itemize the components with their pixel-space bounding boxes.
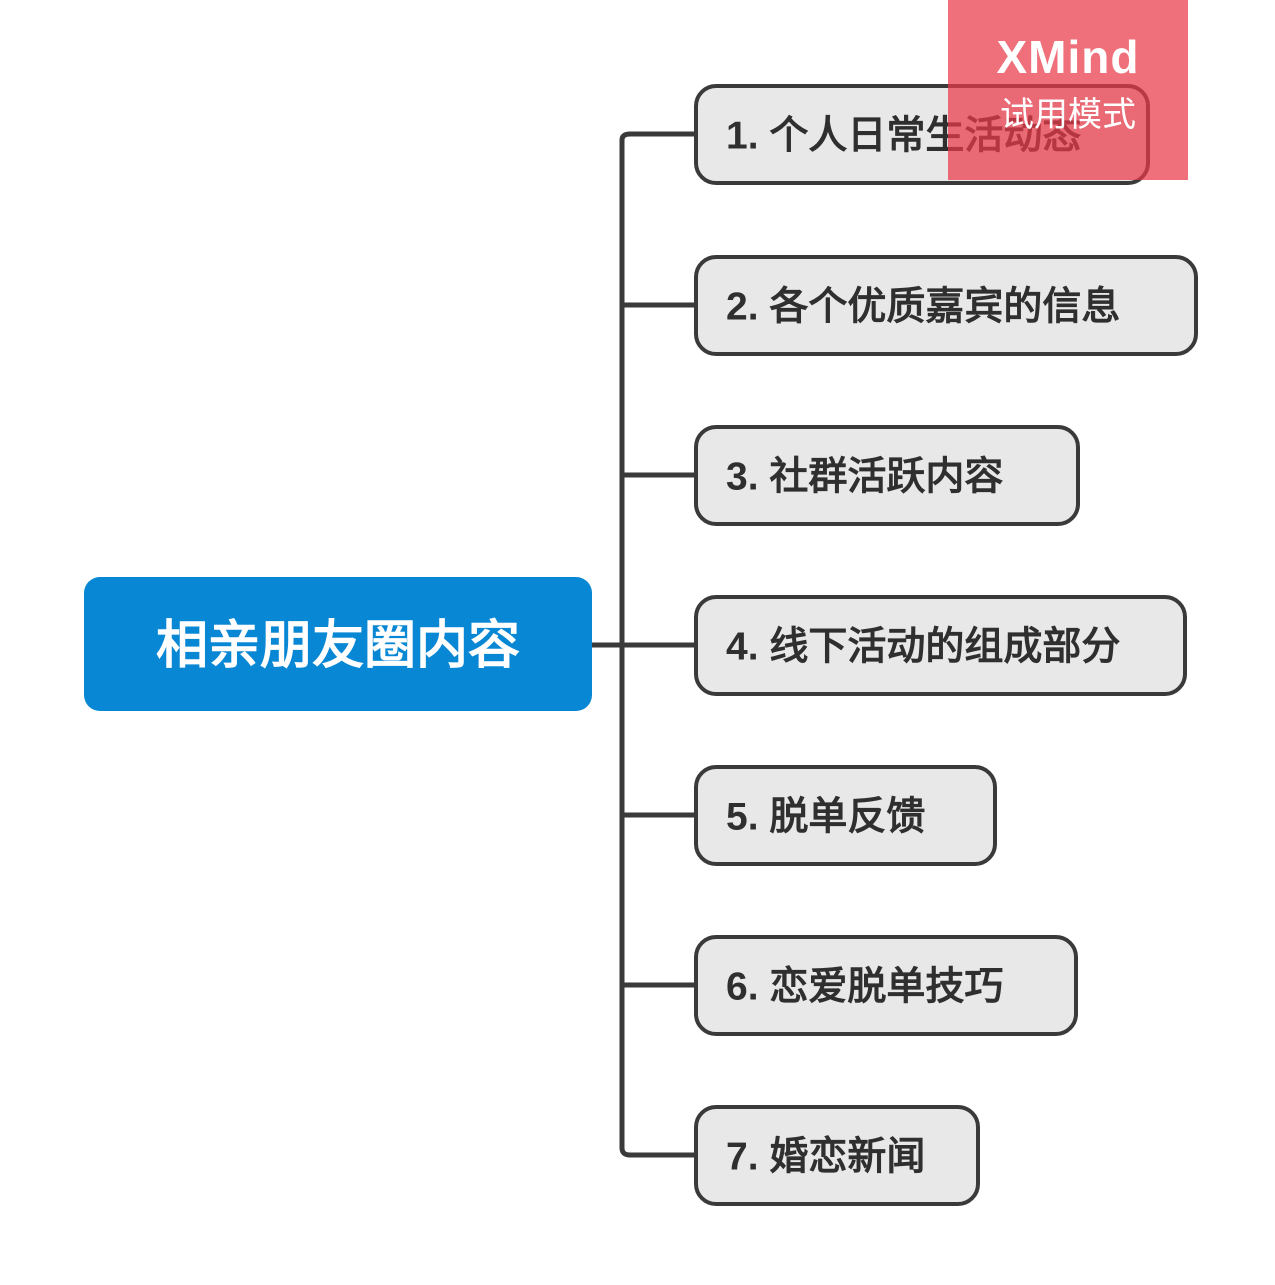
branch-5-box[interactable] bbox=[694, 765, 997, 866]
mindmap-branch-node-6[interactable]: 6. 恋爱脱单技巧 bbox=[694, 935, 1078, 1036]
connector-branch-7 bbox=[619, 1135, 703, 1158]
branch-1-label: 1. 个人日常生活动态 bbox=[726, 115, 1081, 158]
mindmap-branch-node-5[interactable]: 5. 脱单反馈 bbox=[694, 765, 997, 866]
mindmap-branch-node-3[interactable]: 3. 社群活跃内容 bbox=[694, 425, 1080, 526]
mindmap-branch-node-1[interactable]: 1. 个人日常生活动态 bbox=[694, 84, 1150, 185]
branch-6-box[interactable] bbox=[694, 935, 1078, 1036]
connector-group bbox=[589, 131, 703, 1158]
branch-2-box[interactable] bbox=[694, 255, 1198, 356]
branch-4-label: 4. 线下活动的组成部分 bbox=[726, 626, 1120, 669]
branch-5-label: 5. 脱单反馈 bbox=[726, 796, 925, 839]
mindmap-branch-node-2[interactable]: 2. 各个优质嘉宾的信息 bbox=[694, 255, 1198, 356]
branch-7-label: 7. 婚恋新闻 bbox=[726, 1135, 925, 1179]
branch-6-label: 6. 恋爱脱单技巧 bbox=[726, 965, 1003, 1009]
branch-3-box[interactable] bbox=[694, 425, 1080, 526]
connector-branch-1 bbox=[619, 131, 703, 155]
mindmap-branch-node-7[interactable]: 7. 婚恋新闻 bbox=[694, 1105, 980, 1206]
branch-3-label: 3. 社群活跃内容 bbox=[726, 456, 1003, 499]
mindmap-root-node[interactable]: 相亲朋友圈内容 bbox=[84, 577, 592, 711]
branch-4-box[interactable] bbox=[694, 595, 1187, 696]
root-node-box[interactable] bbox=[84, 577, 592, 711]
branch-7-box[interactable] bbox=[694, 1105, 980, 1206]
root-node-label: 相亲朋友圈内容 bbox=[156, 617, 520, 675]
mindmap-branch-node-4[interactable]: 4. 线下活动的组成部分 bbox=[694, 595, 1187, 696]
branch-2-label: 2. 各个优质嘉宾的信息 bbox=[726, 286, 1120, 329]
